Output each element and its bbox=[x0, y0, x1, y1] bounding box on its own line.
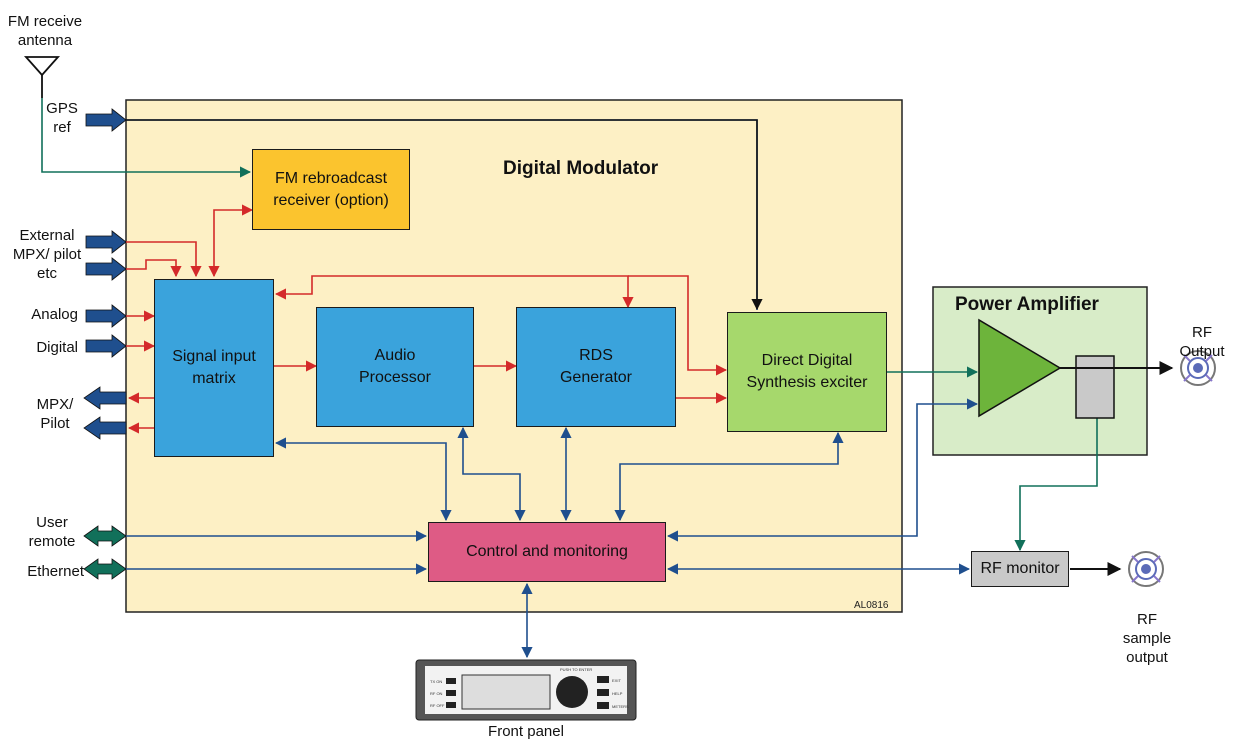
power-amplifier-title: Power Amplifier bbox=[955, 294, 1099, 315]
fm-rebroadcast-block: FM rebroadcast receiver (option) bbox=[252, 149, 410, 230]
dds-exciter-label: Direct Digital Synthesis exciter bbox=[746, 352, 868, 391]
signal-input-label: Signal input matrix bbox=[172, 348, 256, 387]
help-label: HELP bbox=[612, 691, 623, 696]
tx-on-label: TX ON bbox=[430, 679, 442, 684]
rds-generator-block: RDS Generator bbox=[516, 307, 676, 427]
exit-label: EXIT bbox=[612, 678, 621, 683]
rf-signal-lines bbox=[41, 98, 1098, 552]
front-panel-device bbox=[415, 659, 637, 721]
control-monitoring-block: Control and monitoring bbox=[428, 522, 666, 582]
dds-exciter-block: Direct Digital Synthesis exciter bbox=[727, 312, 887, 432]
digital-modulator-title: Digital Modulator bbox=[503, 158, 659, 179]
fm-rebroadcast-label: FM rebroadcast receiver (option) bbox=[273, 169, 389, 209]
push-to-enter-label: PUSH TO ENTER bbox=[560, 667, 592, 672]
rf-monitor-label: RF monitor bbox=[980, 560, 1060, 577]
coupler-box bbox=[1075, 355, 1115, 419]
rf-sample-connector-icon bbox=[1128, 551, 1164, 587]
audio-processor-block: Audio Processor bbox=[316, 307, 474, 427]
meters-label: METERS bbox=[612, 704, 629, 709]
control-monitoring-label: Control and monitoring bbox=[466, 543, 628, 560]
rf-output-connector-icon bbox=[1180, 350, 1216, 386]
signal-input-matrix-block: Signal input matrix bbox=[154, 279, 274, 457]
reference-code: AL0816 bbox=[854, 600, 889, 611]
rf-sample-label: RF sample output bbox=[1122, 611, 1172, 666]
input-connector-arrows bbox=[83, 108, 127, 440]
gps-ref-line bbox=[126, 119, 763, 311]
user-remote-label: User remote bbox=[28, 514, 76, 550]
digital-label: Digital bbox=[36, 339, 78, 356]
audio-processor-label: Audio Processor bbox=[358, 347, 432, 386]
antenna-icon bbox=[23, 56, 61, 98]
gps-label: GPS ref bbox=[46, 100, 78, 136]
rds-generator-label: RDS Generator bbox=[559, 347, 633, 386]
antenna-label: FM receive antenna bbox=[7, 13, 83, 49]
rf-monitor-block: RF monitor bbox=[971, 551, 1069, 587]
ethernet-label: Ethernet bbox=[27, 563, 84, 580]
rf-output-label: RF Output bbox=[1179, 324, 1225, 360]
mpx-out-label: MPX/ Pilot bbox=[36, 396, 74, 432]
rf-off-label: RF OFF bbox=[430, 703, 445, 708]
front-panel-label: Front panel bbox=[488, 723, 564, 740]
external-label: External MPX/ pilot etc bbox=[12, 227, 82, 282]
front-panel-labels: PUSH TO ENTER TX ON RF ON RF OFF EXIT HE… bbox=[430, 667, 629, 709]
rf-on-label: RF ON bbox=[430, 691, 443, 696]
analog-label: Analog bbox=[31, 306, 78, 323]
audio-signal-lines bbox=[126, 204, 728, 434]
amplifier-icon bbox=[978, 318, 1062, 418]
remote-connector-arrows bbox=[83, 525, 127, 580]
